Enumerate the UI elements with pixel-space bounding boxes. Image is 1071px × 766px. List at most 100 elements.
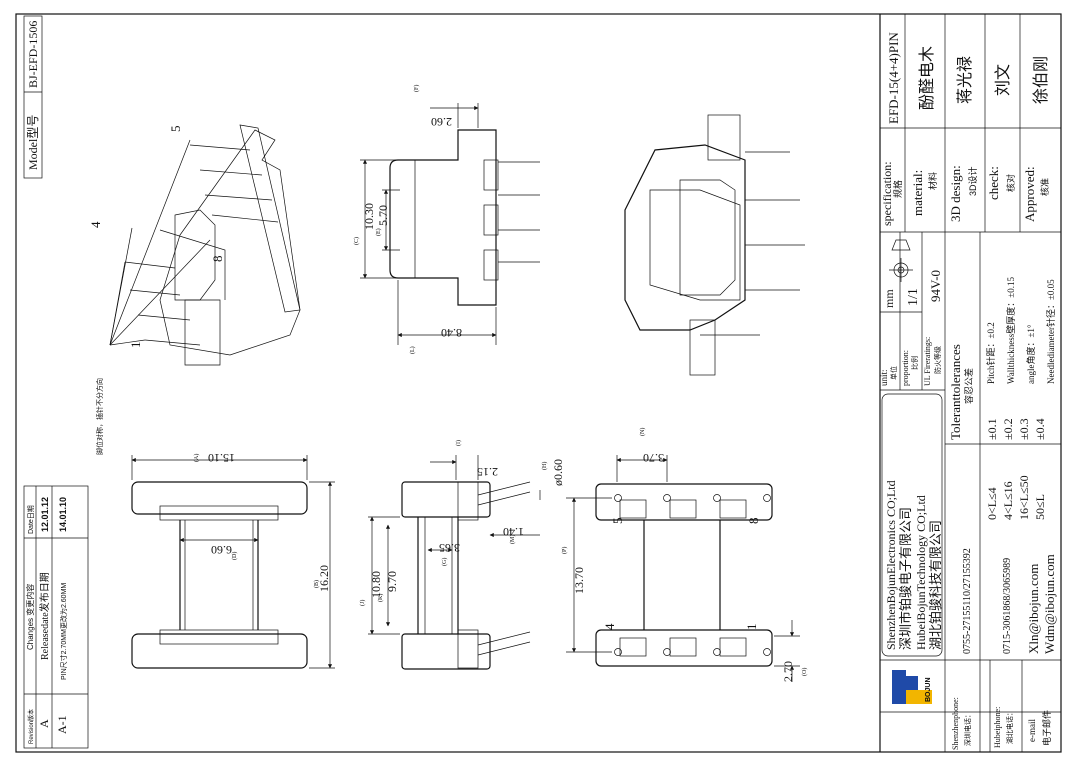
tol-value-2: ±0.2 xyxy=(1001,418,1015,440)
model-value: BJ-EFD-1506 xyxy=(26,21,40,88)
title-block: EFD-15(4+4)PIN specification: 规格 酚醛电木 ma… xyxy=(879,14,1061,752)
shenzhen-phone-label: Shenzhenphone: xyxy=(951,697,960,750)
tol-value-1: ±0.1 xyxy=(985,418,999,440)
changes-row1-rev: A xyxy=(37,719,51,728)
check-cn: 核对 xyxy=(1005,174,1016,192)
dim-L-ref: (L) xyxy=(409,346,416,354)
changes-row1-desc: Releasedate发布日期 xyxy=(38,572,51,660)
hubei-phone: 0715-3061868/3065989 xyxy=(1002,558,1013,654)
approved-label: Approved: xyxy=(1022,166,1037,222)
unit-cn: 单位 xyxy=(889,366,898,380)
tol-spec-angle: angle角度：±1° xyxy=(1025,324,1036,384)
dim-J-ref: (J) xyxy=(359,600,366,606)
proportion-cn: 比例 xyxy=(910,356,919,370)
tol-range-2: 4<L≤16 xyxy=(1001,481,1015,520)
dim-P: 13.70 xyxy=(572,567,586,594)
check-label: check: xyxy=(986,166,1001,200)
iso-note: 脚位对称，插针不分方向 xyxy=(95,378,104,455)
side-profile-view: 2.60 (F) 10.30 (C) 5.70 (E) 8.40 (L) xyxy=(353,85,540,354)
logo-text: BOJUN xyxy=(925,677,932,702)
fire-cn: 防火等级 xyxy=(933,346,942,374)
dim-G: 3.65 xyxy=(439,541,460,555)
dim-E: 5.70 xyxy=(376,205,390,226)
dim-E-ref: (E) xyxy=(375,228,382,236)
material-label: material: xyxy=(910,170,925,216)
dim-N-ref: (N) xyxy=(639,428,646,436)
spec-value: EFD-15(4+4)PIN xyxy=(886,32,901,124)
tol-value-3: ±0.3 xyxy=(1017,418,1031,440)
proportion-value: 1/1 xyxy=(906,288,921,306)
material-value: 酚醛电木 xyxy=(918,46,936,110)
unit-value: mm xyxy=(882,289,896,308)
dim-L: 8.40 xyxy=(441,326,462,340)
dim-I-ref: (I) xyxy=(455,440,462,446)
bottom-pin-5: 5 xyxy=(610,518,625,525)
approved-cn: 核准 xyxy=(1039,178,1050,196)
iso-pin-1: 1 xyxy=(128,342,143,349)
dim-A: 15.10 xyxy=(208,451,235,465)
tol-range-3: 16<L≤50 xyxy=(1017,475,1031,520)
hubei-phone-label: Hubeiphone: xyxy=(993,707,1002,748)
dim-K-ref: (K) xyxy=(377,594,384,602)
changes-row2-rev: A-1 xyxy=(55,715,69,734)
dim-K: 9.70 xyxy=(385,571,399,592)
changes-row2-desc: PIN尺寸2.70MM更改为2.60MM xyxy=(59,583,68,680)
unit-label: unit: xyxy=(879,369,889,386)
bottom-view: 5 8 4 1 3.70 (N) 13.70 (P) 2.70 (O) xyxy=(561,428,808,682)
spec-label: specification: xyxy=(880,161,894,226)
tol-cn: 容忍公差 xyxy=(963,368,974,404)
email-2: Wdm@ibojun.com xyxy=(1042,554,1057,654)
dim-B-ref: (B) xyxy=(313,580,320,588)
company-cn-1: 深圳市铂骏电子有限公司 xyxy=(898,507,913,650)
bottom-pin-8: 8 xyxy=(746,518,761,525)
shenzhen-phone: 0755-27155110/27155392 xyxy=(962,548,973,654)
email-label: e-mail xyxy=(1027,719,1037,742)
changes-row2-date: 14.01.10 xyxy=(58,497,68,532)
dim-F: 2.60 xyxy=(431,115,452,129)
dim-P-ref: (P) xyxy=(561,547,568,554)
dim-D: 6.60 xyxy=(211,543,232,557)
design-cn: 3D设计 xyxy=(967,166,978,196)
design-value: 蒋光禄 xyxy=(956,56,974,104)
sheet-border xyxy=(15,13,1062,753)
spec-cn: 规格 xyxy=(892,180,903,198)
tol-spec-wall: Wallthickness壁厚度：±0.15 xyxy=(1005,277,1016,384)
company-en-1: ShenzhenBojunElectronics CO;Ltd xyxy=(884,480,898,650)
bojun-logo: BOJUN xyxy=(888,668,940,710)
dim-I: 2.15 xyxy=(477,465,498,479)
email-1: Xln@ibojun.com xyxy=(1026,564,1041,654)
tol-title: Toleranttolerances xyxy=(948,344,963,440)
dim-F-ref: (F) xyxy=(413,85,420,92)
iso-pin-8: 8 xyxy=(210,256,225,263)
approved-value: 徐伯刚 xyxy=(1032,56,1050,104)
bottom-pin-1: 1 xyxy=(744,624,759,631)
changes-table: Revision版本 Changes 变更内容 Date日期 A Release… xyxy=(23,485,89,749)
dim-M-ref: (M) xyxy=(509,535,516,544)
model-box: Model型号 BJ-EFD-1506 xyxy=(23,15,43,179)
dim-N: 3.70 xyxy=(643,451,664,465)
design-label: 3D design: xyxy=(948,165,963,222)
fire-label: UL Fireratings: xyxy=(923,337,932,386)
changes-row1-date: 12.01.12 xyxy=(40,497,50,532)
dim-J: 10.80 xyxy=(369,571,383,598)
email-cn: 电子邮件 xyxy=(1041,710,1052,746)
tol-spec-needle: Needlediameter针径：±0.05 xyxy=(1045,279,1056,384)
iso-pin-4: 4 xyxy=(88,221,103,228)
dim-D-ref: (D) xyxy=(231,552,238,560)
dim-A-ref: (A) xyxy=(193,454,200,462)
hubei-phone-cn: 湖北电话： xyxy=(1005,709,1014,744)
iso-pin-5: 5 xyxy=(168,126,183,133)
dim-O-ref: (O) xyxy=(801,668,808,676)
dim-G-ref: (G) xyxy=(441,558,448,566)
tol-range-1: 0<L≤4 xyxy=(985,487,999,520)
dim-H-ref: (H) xyxy=(541,462,548,470)
top-view: 15.10 (A) 6.60 (D) 16.20 (B) xyxy=(131,451,335,669)
tol-value-4: ±0.4 xyxy=(1033,418,1047,440)
changes-header-date: Date日期 xyxy=(27,505,35,534)
fire-value: 94V-0 xyxy=(928,270,943,302)
projection-symbol-icon xyxy=(889,239,913,282)
proportion-label: proportion: xyxy=(901,350,910,386)
isometric-view-left: 5 4 8 1 脚位对称，插针不分方向 xyxy=(88,124,301,455)
model-label: Model型号 xyxy=(26,115,40,170)
